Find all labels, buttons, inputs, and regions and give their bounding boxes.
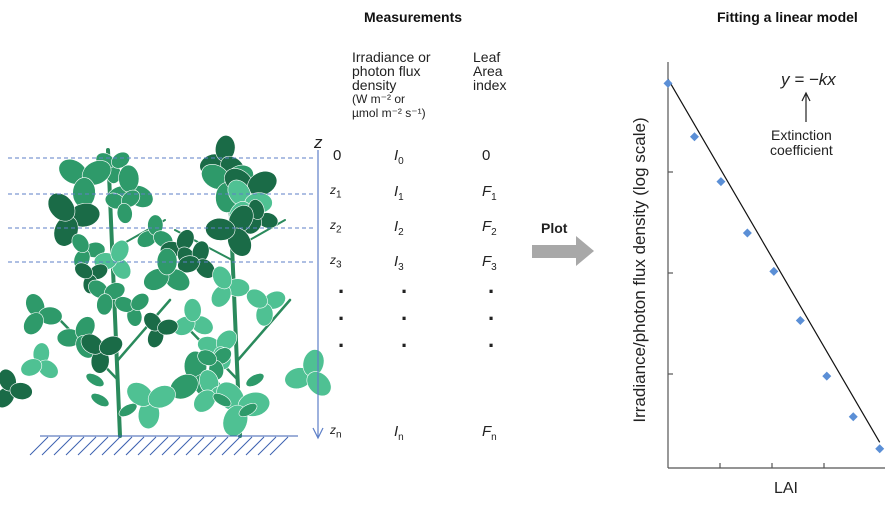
- ellipsis-dot: ·: [401, 333, 409, 358]
- data-point: [769, 266, 779, 276]
- leaf: [193, 389, 216, 413]
- ellipsis-dot: ·: [401, 306, 409, 331]
- leaf: [183, 298, 202, 322]
- ellipsis-dot: ·: [488, 306, 496, 331]
- lai-column-header: Leaf Area index: [473, 50, 506, 92]
- irradiance-units-line: µmol m⁻² s⁻¹): [352, 106, 426, 120]
- irradiance-value: I3: [394, 253, 404, 273]
- leaf: [212, 393, 232, 407]
- log-scale-chart: [663, 62, 885, 469]
- leaf: [197, 349, 217, 366]
- ellipsis-dot: ·: [488, 279, 496, 304]
- canopy-layer-lines: [8, 157, 315, 263]
- leaf: [85, 373, 105, 387]
- depth-value: z2: [330, 218, 342, 236]
- irradiance-value: I1: [394, 183, 404, 203]
- data-point: [795, 316, 805, 326]
- ground-hatching: [29, 435, 298, 456]
- lai-value: Fn: [482, 423, 497, 443]
- data-point: [875, 444, 885, 454]
- leaf: [96, 293, 114, 316]
- data-point: [848, 412, 858, 422]
- lai-header-line: index: [473, 77, 507, 93]
- irradiance-header-line: density: [352, 77, 397, 93]
- chart-x-axis-label: LAI: [774, 480, 798, 497]
- chart-y-axis-label: Irradiance/photon flux density (log scal…: [630, 117, 649, 422]
- leaf: [157, 319, 179, 336]
- extinction-label-line: coefficient: [770, 142, 833, 158]
- leaf: [156, 247, 178, 276]
- leaf: [116, 202, 133, 224]
- irradiance-value: I0: [394, 147, 404, 167]
- depth-value: 0: [333, 147, 342, 164]
- depth-value: z3: [330, 253, 342, 271]
- leaf: [212, 265, 233, 290]
- plot-label: Plot: [541, 220, 568, 236]
- extinction-coefficient-label: Extinction coefficient: [770, 128, 833, 158]
- leaf: [74, 262, 93, 280]
- data-point: [663, 78, 673, 88]
- ellipsis-dot: ·: [338, 279, 346, 304]
- ellipsis-dot: ·: [488, 333, 496, 358]
- ellipsis-dot: ·: [338, 333, 346, 358]
- leaf: [20, 358, 43, 377]
- extinction-arrow-icon: [801, 91, 811, 122]
- lai-value: F2: [482, 218, 497, 238]
- leaf: [9, 382, 33, 400]
- lai-header-line: Leaf: [473, 49, 501, 65]
- fit-line: [667, 78, 881, 443]
- irradiance-header-line: photon flux: [352, 63, 421, 79]
- measurements-heading: Measurements: [364, 9, 463, 25]
- irradiance-units-line: (W m⁻² or: [352, 92, 405, 106]
- lai-value: F3: [482, 253, 497, 273]
- leaf: [71, 233, 90, 253]
- lai-header-line: Area: [473, 63, 503, 79]
- plant-canopy-illustration: [0, 135, 332, 438]
- data-point: [742, 228, 752, 238]
- data-point: [716, 177, 726, 187]
- leaf: [118, 403, 138, 417]
- leaf: [110, 239, 130, 263]
- irradiance-value: In: [394, 423, 404, 443]
- z-axis-label: z: [314, 133, 323, 152]
- ellipsis-dot: ·: [338, 306, 346, 331]
- leaf: [90, 393, 110, 407]
- extinction-label-line: Extinction: [771, 127, 832, 143]
- irradiance-value: I2: [394, 218, 404, 238]
- ellipsis-dot: ·: [401, 279, 409, 304]
- leaf: [245, 373, 265, 387]
- lai-value: F1: [482, 183, 497, 203]
- leaf: [238, 403, 258, 417]
- leaf: [23, 312, 44, 335]
- data-point: [689, 132, 699, 142]
- leaf: [130, 293, 150, 311]
- leaf: [306, 371, 332, 397]
- leaf: [47, 192, 76, 222]
- irradiance-header-line: Irradiance or: [352, 49, 431, 65]
- leaf: [147, 385, 176, 409]
- depth-value: zn: [330, 423, 342, 441]
- lai-value: 0: [482, 147, 491, 164]
- fitting-heading: Fitting a linear model: [717, 9, 858, 25]
- data-point: [822, 371, 832, 381]
- depth-value: z1: [330, 183, 342, 201]
- chart-axes: [667, 62, 885, 469]
- depth-arrow: [312, 150, 324, 440]
- leaf: [246, 288, 268, 309]
- irradiance-column-header: Irradiance or photon flux density (W m⁻²…: [352, 50, 431, 120]
- equation-label: y = −kx: [781, 70, 836, 89]
- plot-arrow-icon: [532, 236, 594, 266]
- leaf: [99, 335, 123, 356]
- leaf: [177, 255, 200, 274]
